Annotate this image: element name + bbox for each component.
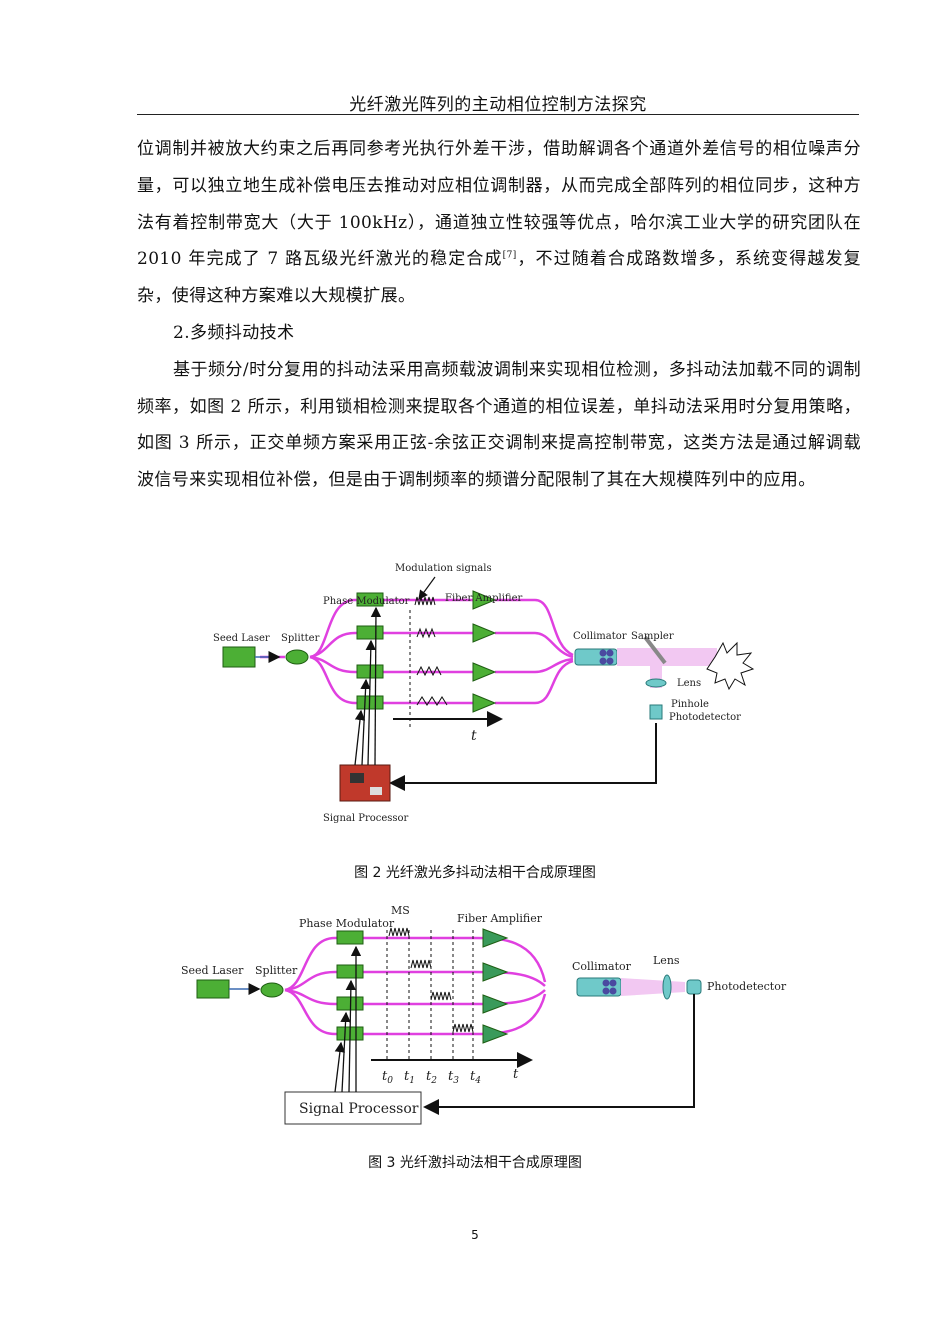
section-heading: 2.多频抖动技术 (173, 322, 295, 343)
t3-label: t (448, 1069, 454, 1084)
control-arrows (354, 606, 382, 766)
paragraph-1-tail: ，不过随着合成路数增多，系统变得越发复杂，使得这种方案难以大规模扩展。 (137, 249, 861, 307)
splitter-label-3: Splitter (255, 964, 298, 977)
time-ticks: t0 t1 t2 t3 t4 t (382, 1067, 519, 1086)
ms-waves (388, 927, 474, 1033)
lens-label-3: Lens (653, 954, 680, 967)
signal-processor-label: Signal Processor (323, 813, 409, 824)
signal-processor-box (284, 1091, 422, 1125)
seed-laser-box (222, 646, 256, 668)
header-rule (137, 114, 859, 115)
photodetector (649, 704, 663, 720)
figure-3-diagram: Seed Laser Splitter Phase Modulator MS F… (181, 904, 787, 1125)
beam-3 (621, 978, 685, 996)
feedback-arrow (389, 723, 657, 791)
svg-text:t1: t1 (404, 1069, 415, 1086)
time-dividers (386, 930, 474, 1060)
photodetector-3 (686, 979, 702, 995)
fiber-lines-3 (284, 936, 547, 1036)
signal-processor-label-3: Signal Processor (299, 1101, 419, 1117)
seed-laser-label: Seed Laser (213, 633, 270, 644)
svg-text:t3: t3 (448, 1069, 459, 1086)
splitter-ellipse (285, 649, 309, 665)
sampler-label: Sampler (631, 631, 674, 642)
seed-laser-box-3 (196, 979, 230, 999)
svg-text:t0: t0 (382, 1069, 393, 1086)
phase-modulator-label: Phase Modulator (323, 596, 410, 607)
t2-label: t (426, 1069, 432, 1084)
t1-sub: 1 (409, 1076, 415, 1086)
figure-2-diagram: Seed Laser Splitter Phase Modulator Modu… (213, 563, 755, 824)
paragraph-1: 位调制并被放大约束之后再同参考光执行外差干涉，借助解调各个通道外差信号的相位噪声… (137, 131, 861, 315)
figure-2-caption: 图 2 光纤激光多抖动法相干合成原理图 (354, 865, 596, 881)
modulation-signals-label: Modulation signals (395, 563, 492, 574)
collimator (574, 648, 618, 666)
target-burst (706, 641, 755, 691)
svg-text:t4: t4 (470, 1069, 481, 1086)
output-beam (617, 648, 717, 666)
t4-label: t (470, 1069, 476, 1084)
time-axis-label: t (471, 728, 477, 744)
phase-modulator-label-3: Phase Modulator (299, 917, 395, 930)
feedback-arrow-3 (423, 994, 695, 1115)
page-number: 5 (471, 1228, 479, 1242)
ms-label: MS (391, 904, 410, 917)
paragraph-2: 基于频分/时分复用的抖动法采用高频载波调制来实现相位检测，多抖动法加载不同的调制… (137, 359, 861, 491)
paragraph-1-text: 位调制并被放大约束之后再同参考光执行外差干涉，借助解调各个通道外差信号的相位噪声… (137, 139, 861, 270)
collimator-label: Collimator (573, 631, 627, 642)
fiber-amplifiers-3 (482, 928, 509, 1044)
citation-ref: [7] (502, 250, 517, 261)
fiber-amplifiers (472, 590, 497, 713)
t-label: t (513, 1067, 519, 1082)
fiber-amplifier-label: Fiber Amplifier (445, 593, 523, 604)
svg-text:t2: t2 (426, 1069, 437, 1086)
fiber-amplifier-label-3: Fiber Amplifier (457, 912, 543, 925)
running-header: 光纤激光阵列的主动相位控制方法探究 (349, 95, 647, 115)
splitter-3 (260, 982, 284, 998)
figure-3-caption: 图 3 光纤激抖动法相干合成原理图 (368, 1155, 582, 1171)
seed-laser-label-3: Seed Laser (181, 964, 244, 977)
modulation-waves (414, 596, 448, 706)
t4-sub: 4 (474, 1076, 481, 1086)
t0-sub: 0 (387, 1076, 393, 1086)
sampler-plate (643, 635, 667, 665)
t2-sub: 2 (430, 1076, 437, 1086)
t0-label: t (382, 1069, 388, 1084)
fiber-lines (260, 598, 574, 705)
collimator-3 (576, 977, 622, 997)
lens (645, 678, 667, 688)
collimator-label-3: Collimator (572, 960, 632, 973)
t3-sub: 3 (453, 1076, 459, 1086)
photodetector-label: Photodetector (669, 712, 741, 723)
lens-label: Lens (677, 678, 701, 689)
photodetector-label-3: Photodetector (707, 980, 787, 993)
t1-label: t (404, 1069, 410, 1084)
control-arrows-3 (334, 945, 362, 1093)
body-text: 位调制并被放大约束之后再同参考光执行外差干涉，借助解调各个通道外差信号的相位噪声… (137, 131, 861, 499)
lens-3 (662, 974, 672, 1000)
signal-processor-board (339, 764, 391, 802)
splitter-label: Splitter (281, 633, 320, 644)
pinhole-label: Pinhole (671, 699, 709, 710)
